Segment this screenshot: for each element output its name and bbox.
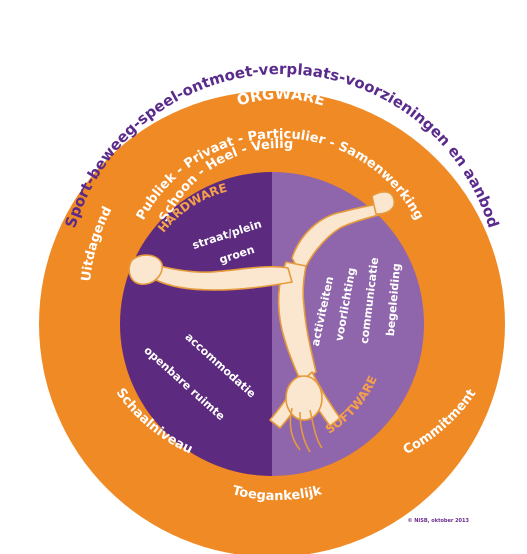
software-item-begeleiding: begeleiding — [384, 263, 403, 337]
label-toegankelijk: Toegankelijk — [231, 483, 324, 504]
handstand-figure-illustration — [128, 191, 396, 453]
copyright-credit: © NISB, oktober 2013 — [407, 518, 469, 524]
hardware-half — [120, 172, 272, 476]
label-toegankelijk-text: Toegankelijk — [231, 483, 324, 504]
